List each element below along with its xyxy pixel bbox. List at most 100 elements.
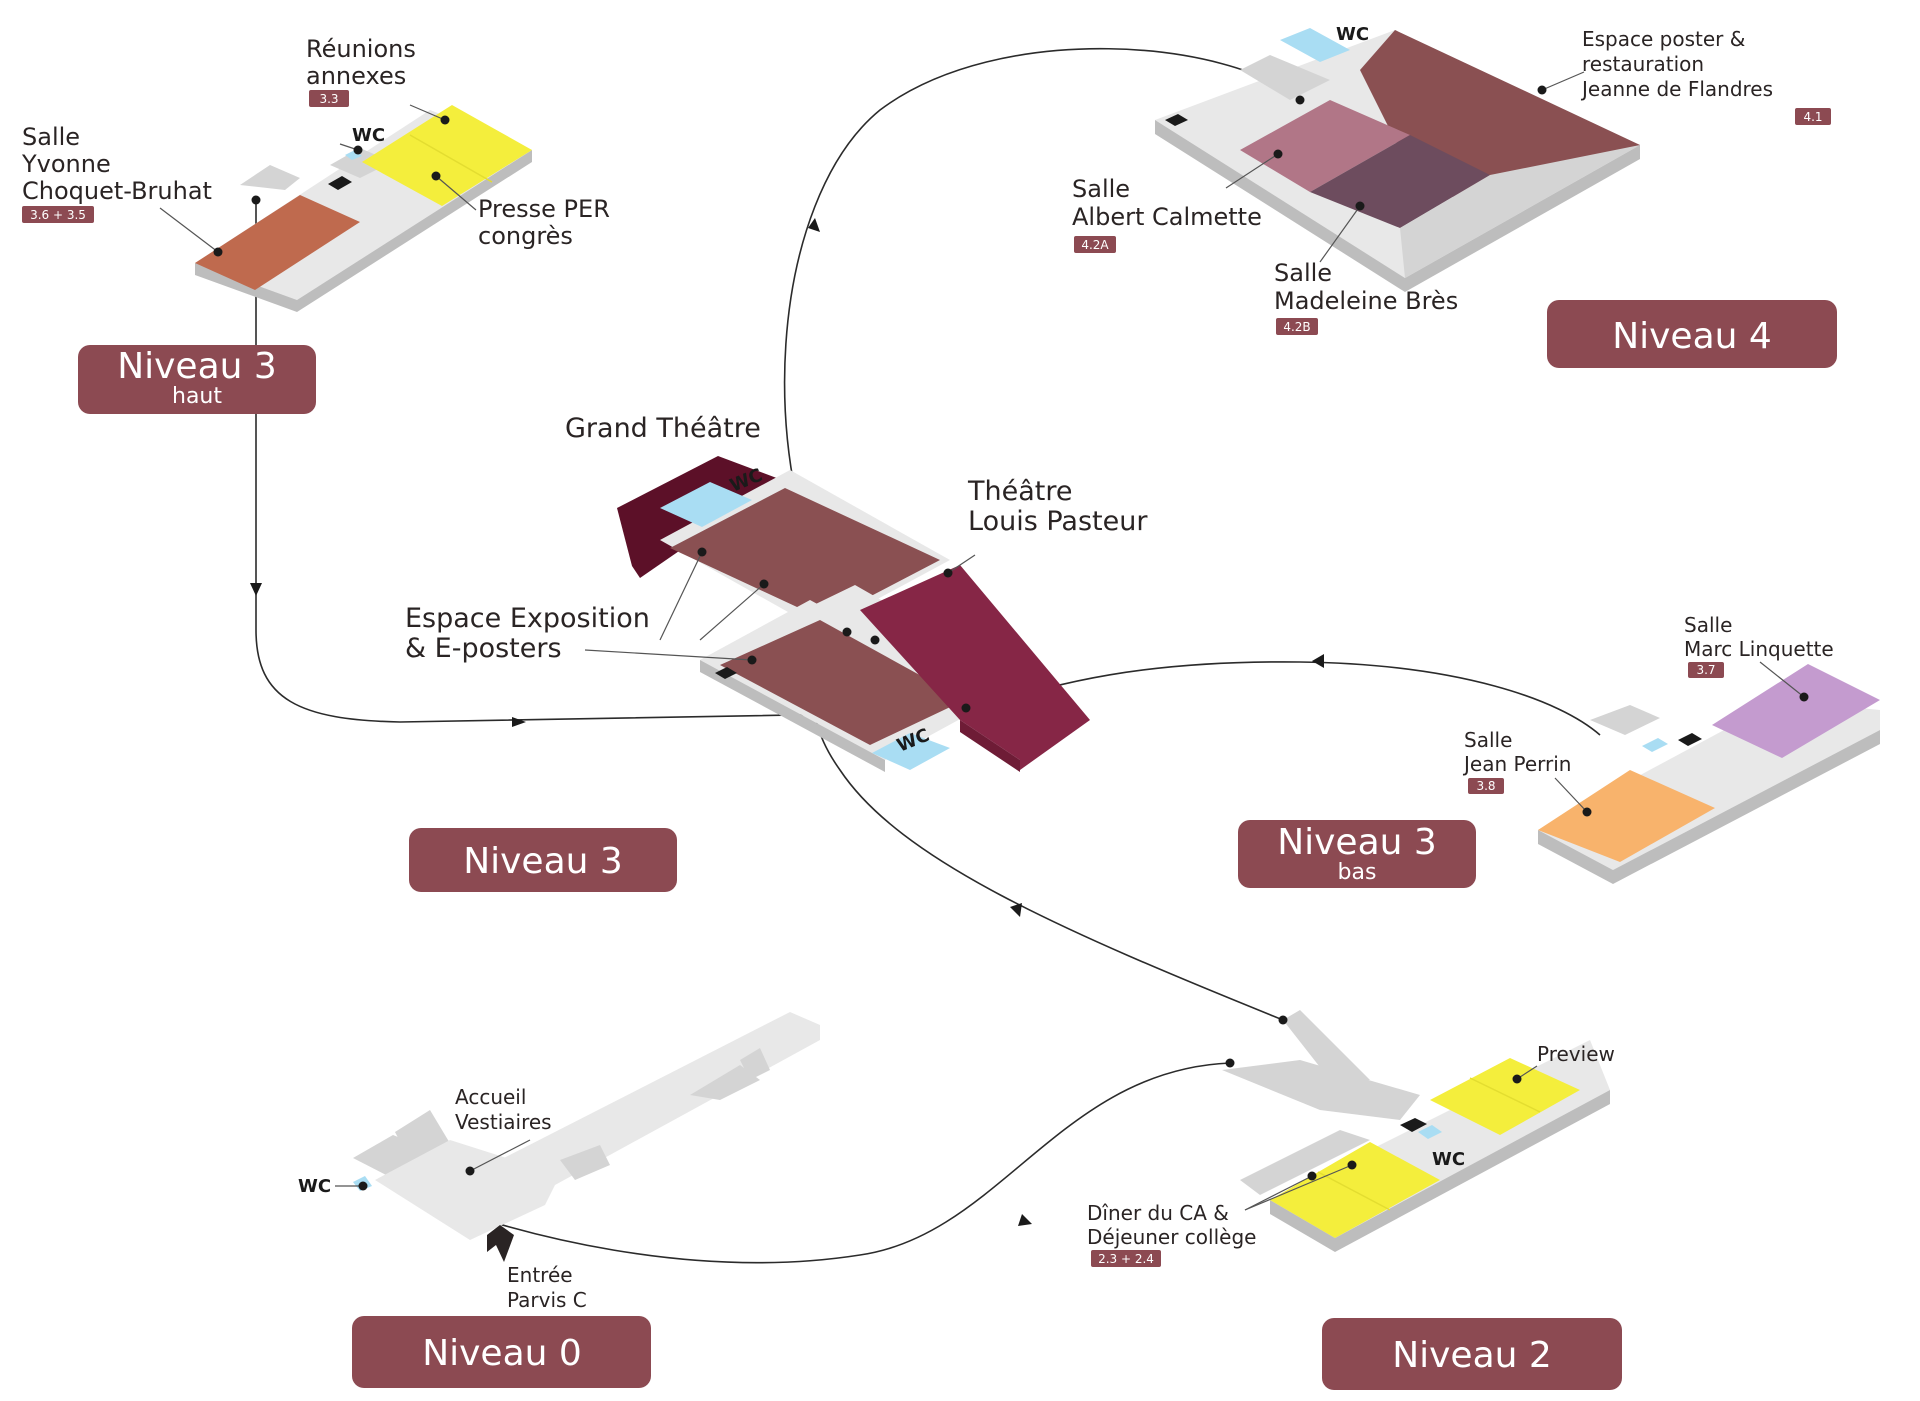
label-bres-l2: Madeleine Brès: [1274, 287, 1458, 315]
room-calmette-area: [1240, 100, 1410, 192]
label-poster-l3: Jeanne de Flandres: [1580, 77, 1773, 101]
level-n3-bas-plan: [1538, 664, 1880, 884]
level-n3-haut-labels: Réunions annexes 3.3 WC Salle Yvonne Cho…: [21, 35, 610, 257]
label-pasteur-l1: Théâtre: [967, 476, 1072, 507]
label-calmette-l1: Salle: [1072, 175, 1130, 203]
room-diner-area: [1270, 1142, 1440, 1238]
wc-label: WC: [352, 125, 385, 146]
wc-area: [1642, 738, 1668, 752]
wc-area: [1418, 1125, 1442, 1139]
label-linquette-l1: Salle: [1684, 613, 1732, 637]
room-preview-area: [1430, 1058, 1580, 1135]
label-perrin-l1: Salle: [1464, 728, 1512, 752]
level-badge-n0: Niveau 0: [352, 1316, 651, 1388]
level-n4-labels: Espace poster & restauration Jeanne de F…: [1072, 24, 1831, 335]
level-badge-n3-bas: Niveau 3 bas: [1238, 820, 1476, 888]
wc-label: WC: [1432, 1149, 1465, 1170]
room-bres-area: [1310, 135, 1490, 228]
code-badge: [1074, 236, 1116, 253]
label-presse-l2: congrès: [478, 222, 573, 250]
level-subtitle: bas: [1338, 860, 1377, 885]
entrance-arrow-icon: [487, 1225, 514, 1262]
code-badge: [1468, 778, 1504, 794]
room-expo-area: [720, 620, 965, 745]
level-title: Niveau 3: [463, 841, 623, 882]
label-reunions-l2: annexes: [306, 62, 406, 90]
label-entree-l2: Parvis C: [507, 1288, 587, 1312]
level-badge-n3: Niveau 3: [409, 828, 677, 892]
svg-text:3.7: 3.7: [1696, 663, 1715, 677]
wc-label: WC: [298, 1176, 331, 1197]
label-yvonne-l1: Salle: [22, 123, 80, 151]
label-diner-l2: Déjeuner collège: [1087, 1225, 1256, 1249]
label-poster-l1: Espace poster &: [1582, 27, 1745, 51]
code-badge: [22, 206, 94, 223]
svg-text:2.3 + 2.4: 2.3 + 2.4: [1098, 1252, 1154, 1266]
room-perrin-area: [1538, 770, 1715, 862]
wc-area: [872, 733, 950, 770]
room-linquette-area: [1712, 664, 1880, 758]
code-badge: [1276, 318, 1318, 335]
room-yvonne-area: [195, 195, 360, 290]
wc-label: WC: [1336, 24, 1369, 45]
code-badge: [309, 90, 349, 107]
route-n3haut-to-n3: [255, 200, 961, 723]
svg-text:3.6 + 3.5: 3.6 + 3.5: [30, 208, 86, 222]
level-n0-labels: Accueil Vestiaires WC Entrée Parvis C: [298, 1085, 587, 1312]
route-arrow: [1018, 1214, 1032, 1226]
route-n3-to-n4: [783, 47, 1301, 633]
level-badge-n3-haut: Niveau 3 haut: [78, 345, 316, 414]
level-title: Niveau 3: [117, 346, 277, 387]
level-n2-labels: Preview WC Dîner du CA & Déjeuner collèg…: [1087, 1015, 1615, 1267]
level-title: Niveau 3: [1277, 822, 1437, 863]
route-n0-to-n2: [389, 1062, 1231, 1264]
label-grand-theatre: Grand Théâtre: [565, 413, 761, 444]
label-preview: Preview: [1537, 1042, 1615, 1066]
wc-area: [1280, 28, 1350, 62]
level-n3-bas-labels: Salle Marc Linquette 3.7 Salle Jean Perr…: [1462, 613, 1834, 817]
level-n3-haut-plan: [195, 105, 532, 312]
label-accueil-l1: Accueil: [455, 1085, 526, 1109]
route-arrow: [1010, 903, 1022, 917]
level-title: Niveau 2: [1392, 1335, 1552, 1376]
level-n2-plan: [1222, 1010, 1610, 1252]
level-n4-plan: [1155, 28, 1640, 292]
level-title: Niveau 0: [422, 1333, 582, 1374]
wc-area: [660, 482, 752, 527]
svg-text:3.3: 3.3: [319, 92, 338, 106]
label-pasteur-l2: Louis Pasteur: [968, 506, 1148, 537]
svg-text:3.8: 3.8: [1476, 779, 1495, 793]
level-badge-n2: Niveau 2: [1322, 1318, 1622, 1390]
code-badge: [1091, 1250, 1161, 1267]
label-calmette-l2: Albert Calmette: [1072, 203, 1262, 231]
code-badge: [1688, 662, 1724, 678]
level-n3-plan: [617, 456, 1090, 772]
route-arrow: [250, 583, 262, 596]
room-expo-area: [670, 488, 940, 620]
label-yvonne-l2: Yvonne: [21, 150, 111, 178]
level-badge-n4: Niveau 4: [1547, 300, 1837, 368]
svg-text:4.2A: 4.2A: [1081, 238, 1109, 252]
label-presse-l1: Presse PER: [478, 195, 610, 223]
code-badge: [1795, 108, 1831, 125]
route-lines: [250, 47, 1601, 1264]
label-expo-l1: Espace Exposition: [405, 603, 650, 634]
label-diner-l1: Dîner du CA &: [1087, 1201, 1229, 1225]
label-linquette-l2: Marc Linquette: [1684, 637, 1834, 661]
level-title: Niveau 4: [1612, 316, 1772, 357]
label-entree-l1: Entrée: [507, 1263, 573, 1287]
route-arrow: [808, 218, 820, 232]
level-subtitle: haut: [172, 384, 222, 409]
label-bres-l1: Salle: [1274, 259, 1332, 287]
route-arrow: [1312, 654, 1324, 668]
room-pasteur-area: [860, 565, 1090, 770]
route-arrow: [512, 717, 526, 727]
svg-text:4.1: 4.1: [1803, 110, 1822, 124]
label-yvonne-l3: Choquet-Bruhat: [22, 177, 212, 205]
level-n0-plan: [353, 1012, 820, 1262]
label-expo-l2: & E-posters: [405, 633, 562, 664]
label-accueil-l2: Vestiaires: [455, 1110, 552, 1134]
label-poster-l2: restauration: [1582, 52, 1704, 76]
label-perrin-l2: Jean Perrin: [1462, 752, 1571, 776]
